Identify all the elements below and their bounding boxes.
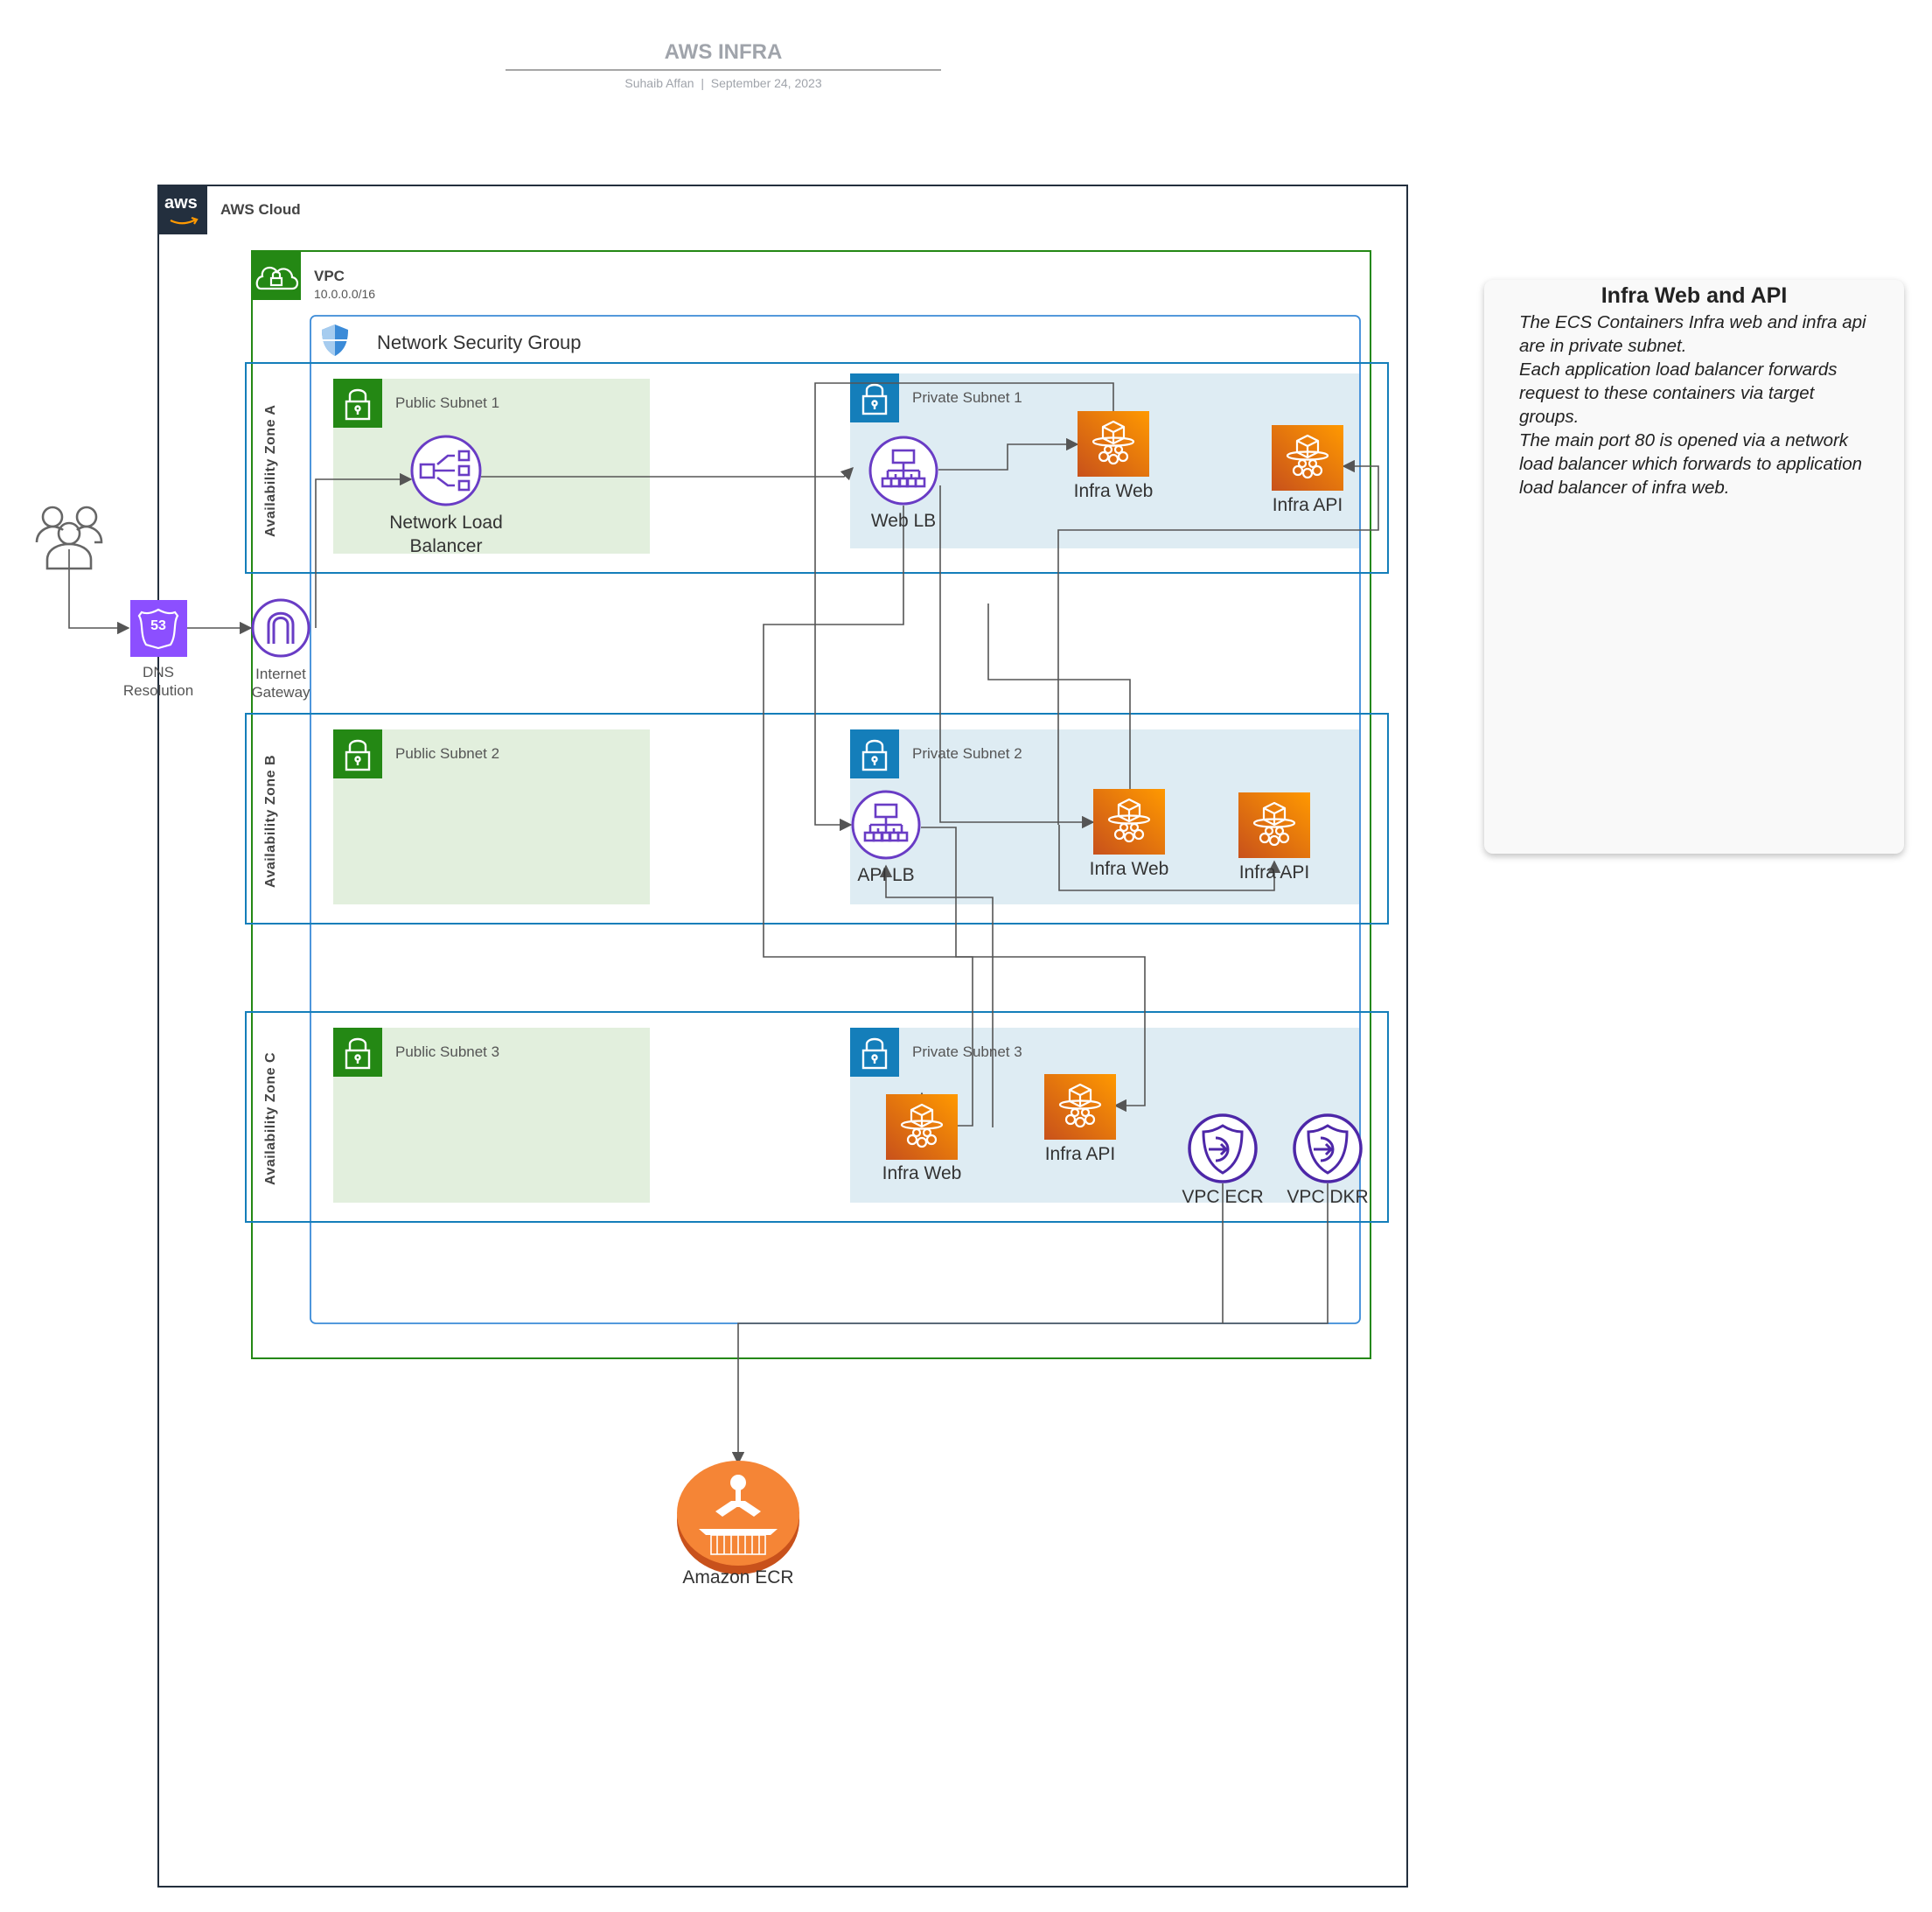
network-load-balancer-label: Network Load Balancer	[389, 511, 503, 558]
infra-api-2-label: Infra API	[1238, 862, 1310, 883]
public-subnet-3	[333, 1028, 650, 1203]
page-byline: Suhaib Affan | September 24, 2023	[624, 76, 821, 90]
vpc-label: VPC	[314, 268, 345, 284]
connector-weblb-web2b	[987, 604, 1131, 789]
connector-apilb-api1	[1057, 459, 1379, 825]
connector-vpcdkr-ecr	[1223, 1183, 1329, 1324]
vpc-dkr-endpoint-icon	[1293, 1113, 1363, 1183]
vpc-dkr-label: VPC DKR	[1287, 1187, 1369, 1207]
dns-label-line1: DNS	[143, 664, 174, 680]
amazon-ecr-icon	[677, 1461, 799, 1574]
dns-resolution-label: DNS Resolution	[123, 663, 193, 700]
network-load-balancer-icon	[410, 435, 482, 506]
public-subnet-3-label: Public Subnet 3	[395, 1043, 500, 1060]
infra-web-3-label: Infra Web	[882, 1163, 962, 1183]
az-c-label: Availability Zone C	[263, 1051, 278, 1185]
availability-zone-a	[245, 362, 1389, 574]
note-title: Infra Web and API	[1601, 283, 1788, 308]
private-subnet-2-label: Private Subnet 2	[912, 745, 1022, 762]
aws-cloud-label: AWS Cloud	[220, 201, 301, 218]
api-lb-icon	[851, 790, 921, 860]
internet-gateway-label: Internet Gateway	[251, 665, 310, 701]
connector-igw-nlb	[315, 472, 413, 628]
vpc-cloud-icon	[255, 266, 299, 290]
infra-api-1-label: Infra API	[1272, 495, 1343, 515]
nlb-label-line1: Network Load	[389, 513, 503, 533]
connector-weblb-web1	[938, 437, 1079, 471]
public-subnet-1	[333, 379, 650, 554]
connector-web3-apilb	[879, 864, 994, 1127]
api-lb-label: API LB	[857, 865, 915, 885]
vpc-group	[251, 250, 1371, 1359]
aws-logo-text: aws	[164, 193, 198, 213]
az-a-label: Availability Zone A	[263, 404, 278, 537]
users-icon	[35, 506, 103, 570]
infra-api-2-icon	[1237, 791, 1312, 860]
connector-nlb-weblb	[481, 466, 854, 481]
private-subnet-3-label: Private Subnet 3	[912, 1043, 1022, 1060]
infra-api-3-icon	[1043, 1072, 1118, 1141]
nsg-label: Network Security Group	[377, 331, 582, 353]
az-b-label: Availability Zone B	[263, 754, 278, 888]
private-subnet-3-lock-icon	[848, 1026, 901, 1078]
public-subnet-2-lock-icon	[331, 728, 384, 780]
connector-apilb-api3	[921, 827, 1146, 1113]
infra-web-1-label: Infra Web	[1073, 481, 1154, 501]
aws-smile-icon	[170, 216, 199, 225]
internet-gateway-icon	[251, 598, 310, 658]
note-card: Infra Web and API The ECS Containers Inf…	[1484, 280, 1904, 854]
route53-icon	[130, 600, 187, 657]
nlb-label-line2: Balancer	[409, 536, 483, 556]
infra-web-2-icon	[1092, 787, 1167, 856]
infra-web-1-icon	[1076, 409, 1151, 478]
connector-web1-apilb	[814, 382, 1114, 832]
route53-number: 53	[150, 618, 166, 633]
igw-label-line1: Internet	[255, 666, 306, 682]
public-subnet-2-label: Public Subnet 2	[395, 745, 500, 762]
private-subnet-2-lock-icon	[848, 728, 901, 780]
private-subnet-1-lock-icon	[848, 372, 901, 424]
note-body: The ECS Containers Infra web and infra a…	[1519, 312, 1866, 498]
public-subnet-1-label: Public Subnet 1	[395, 394, 500, 411]
aws-logo-icon	[158, 185, 207, 234]
byline-separator: |	[701, 76, 704, 90]
date: September 24, 2023	[710, 76, 822, 90]
vpc-ecr-endpoint-icon	[1188, 1113, 1258, 1183]
public-subnet-1-lock-icon	[331, 377, 384, 429]
availability-zone-c	[245, 1011, 1389, 1223]
web-lb-icon	[868, 436, 938, 506]
infra-api-1-icon	[1270, 423, 1345, 492]
connector-vpcecr-ecr	[731, 1183, 1224, 1465]
web-lb-label: Web LB	[870, 511, 937, 531]
vpc-cidr: 10.0.0.0/16	[314, 287, 376, 301]
public-subnet-2	[333, 729, 650, 904]
availability-zone-b	[245, 713, 1389, 925]
vpc-ecr-label: VPC ECR	[1182, 1187, 1264, 1207]
infra-api-3-label: Infra API	[1044, 1144, 1116, 1164]
connector-weblb-web2	[939, 485, 1095, 829]
dns-label-line2: Resolution	[122, 682, 194, 699]
private-subnet-1-label: Private Subnet 1	[912, 389, 1022, 406]
amazon-ecr-label: Amazon ECR	[682, 1567, 794, 1588]
page-title: AWS INFRA	[664, 40, 783, 64]
shield-icon	[322, 324, 348, 356]
infra-web-2-label: Infra Web	[1089, 859, 1169, 879]
author: Suhaib Affan	[624, 76, 694, 90]
infra-web-3-icon	[884, 1092, 959, 1162]
public-subnet-3-lock-icon	[331, 1026, 384, 1078]
aws-cloud-group	[157, 185, 1408, 1888]
igw-label-line2: Gateway	[251, 684, 310, 701]
connector-users-dns	[68, 549, 130, 635]
connector-api2-loop	[1058, 825, 1281, 891]
vpc-icon	[252, 251, 301, 300]
